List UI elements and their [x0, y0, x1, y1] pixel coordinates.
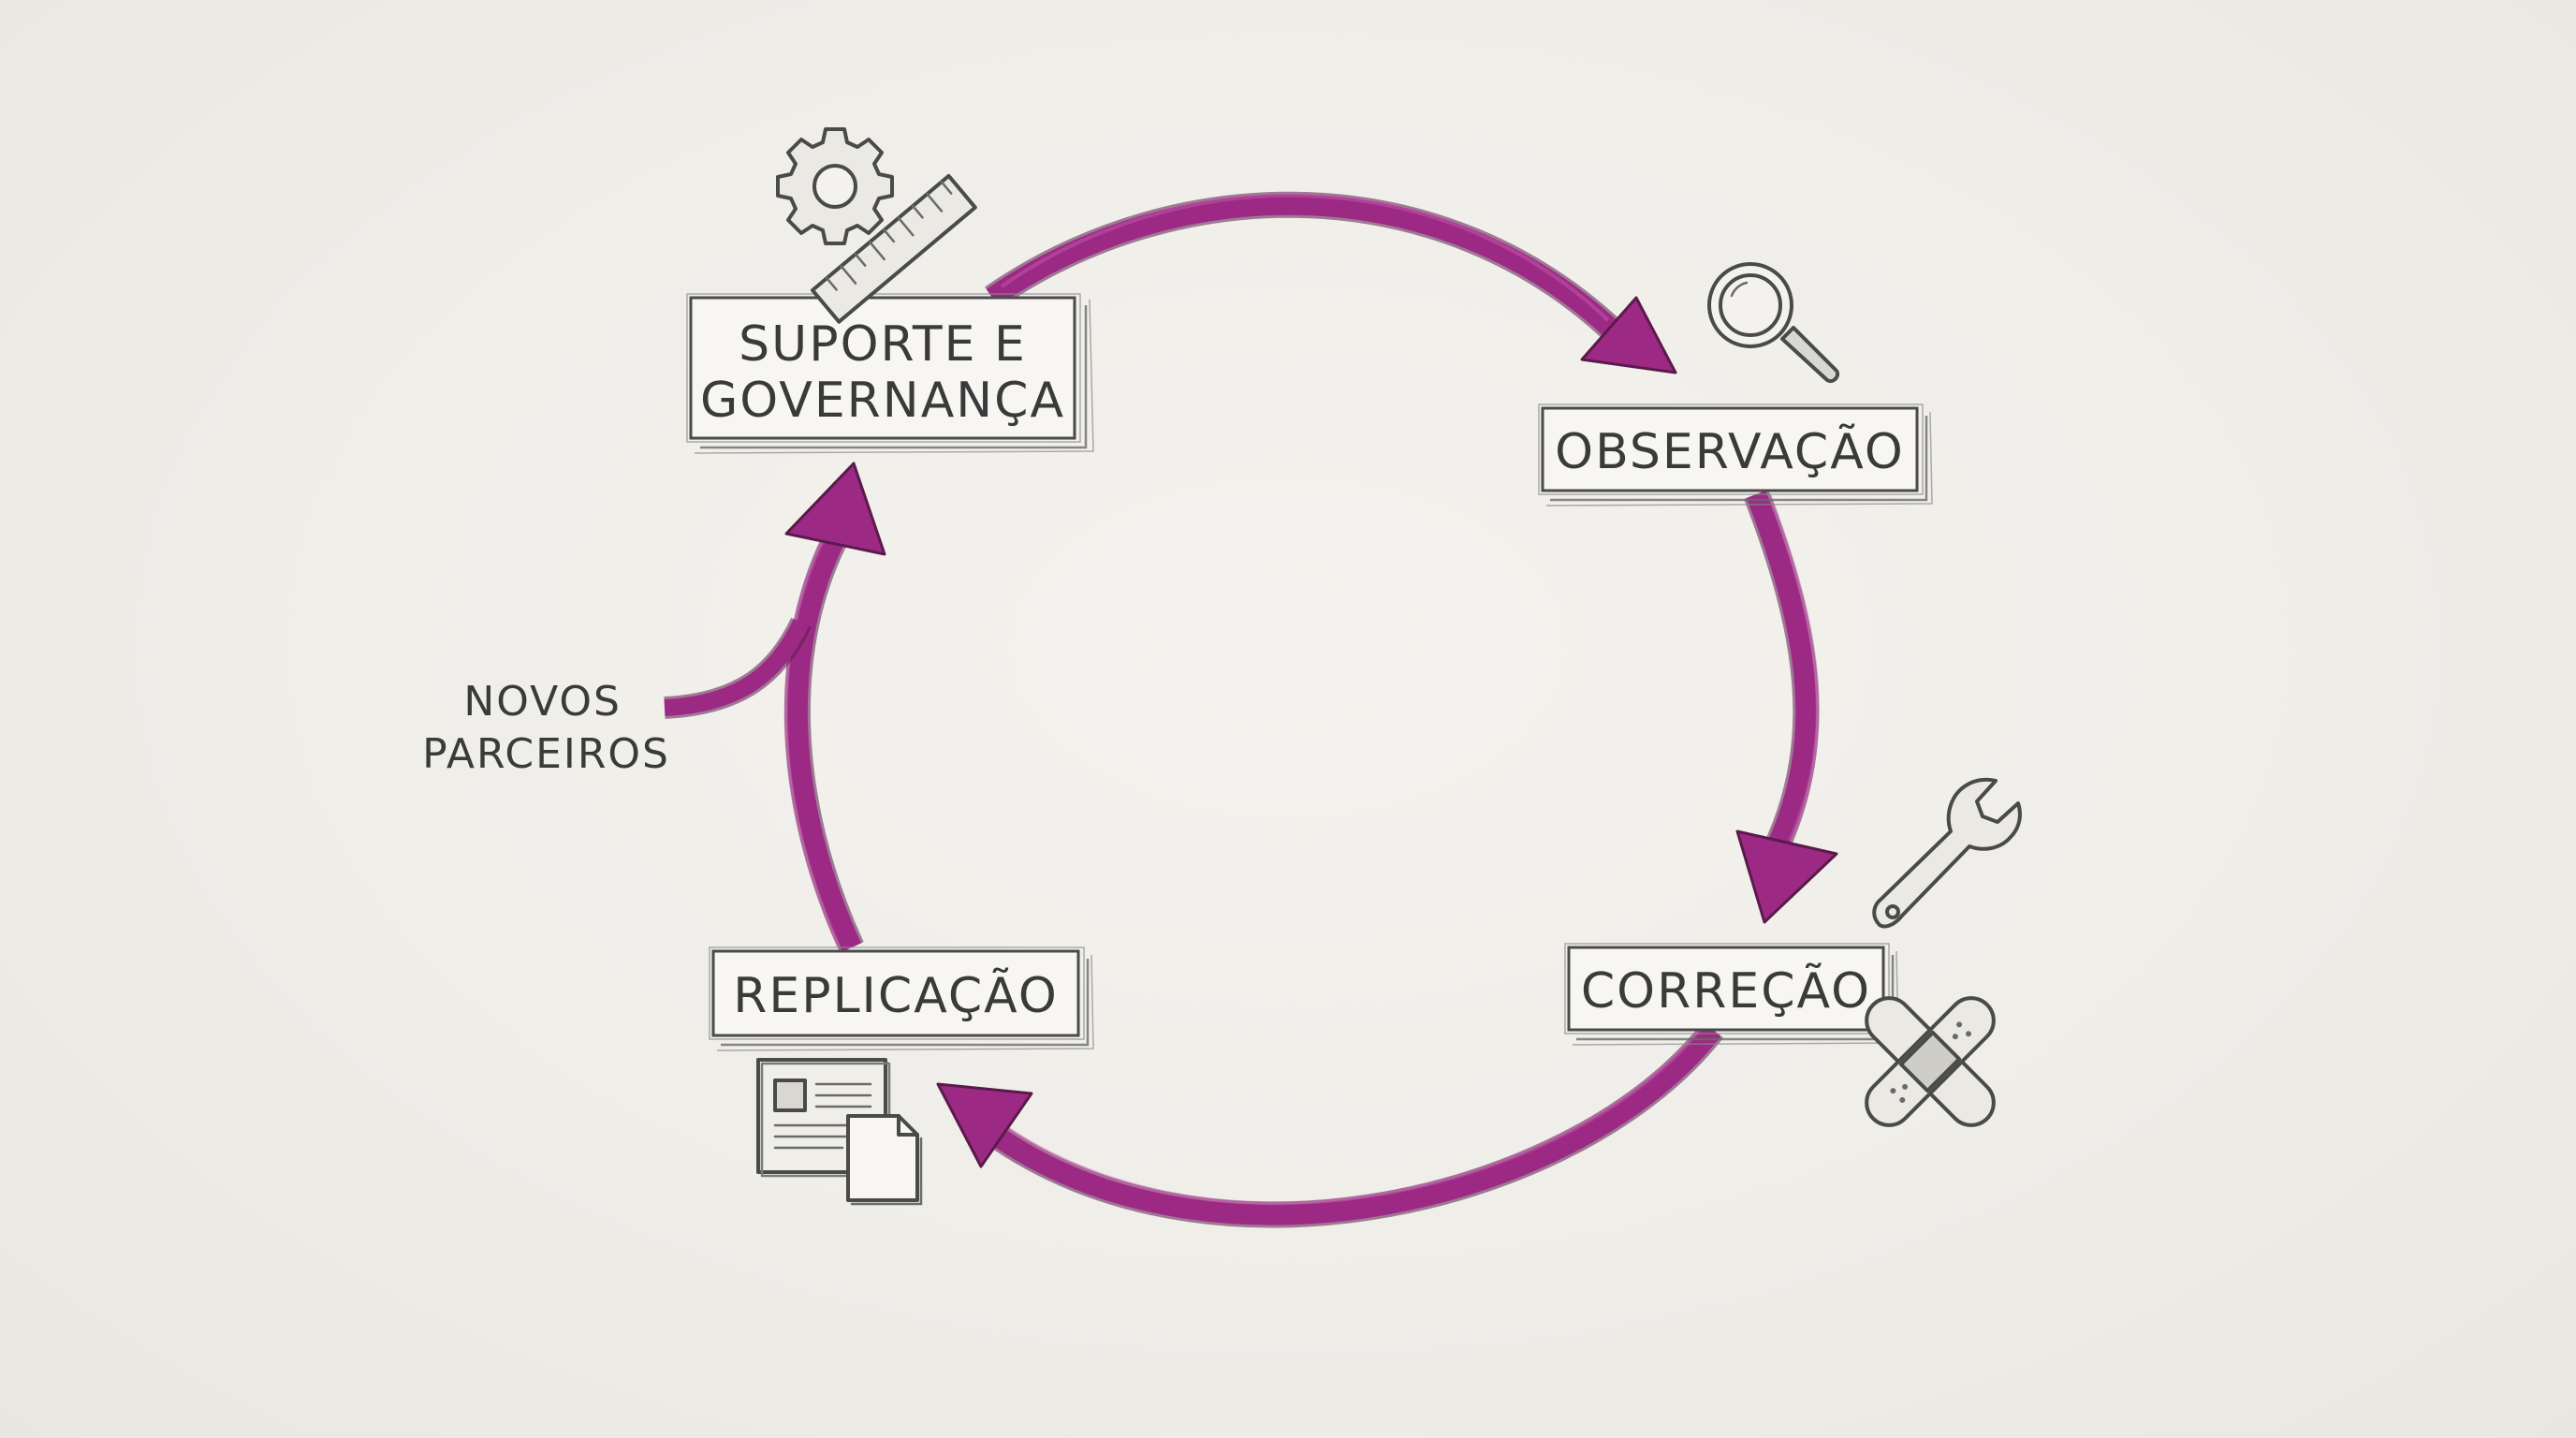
side-label-line2: PARCEIROS [422, 730, 670, 778]
side-label-novos-parceiros: NOVOS PARCEIROS [422, 678, 670, 778]
stage-label-correcao: CORREÇÃO [1581, 962, 1871, 1020]
documents-icon [756, 1058, 923, 1206]
stage-box-correcao: CORREÇÃO [1564, 943, 1899, 1046]
wrench-icon [1872, 777, 2022, 929]
stage-box-replicacao: REPLICAÇÃO [709, 946, 1094, 1051]
arrow-replicacao-to-suporte [783, 462, 886, 953]
stage-label-suporte-line2: GOVERNANÇA [700, 373, 1065, 429]
arrow-correcao-to-replicacao [936, 1021, 1724, 1228]
stage-label-suporte-line1: SUPORTE E [739, 316, 1027, 373]
arrow-novos-parceiros [664, 617, 812, 719]
stage-box-observacao: OBSERVAÇÃO [1538, 404, 1933, 506]
magnifier-icon [1707, 262, 1839, 383]
side-label-line1: NOVOS [463, 678, 622, 726]
arrow-suporte-to-observacao [985, 191, 1677, 374]
stage-box-suporte: SUPORTE E GOVERNANÇA [686, 293, 1094, 454]
gear-ruler-icon [776, 127, 977, 324]
stage-label-observacao: OBSERVAÇÃO [1555, 423, 1905, 480]
bandage-icon [1865, 996, 1996, 1127]
arrow-observacao-to-correcao [1735, 489, 1838, 924]
stage-label-replicacao: REPLICAÇÃO [733, 967, 1059, 1024]
